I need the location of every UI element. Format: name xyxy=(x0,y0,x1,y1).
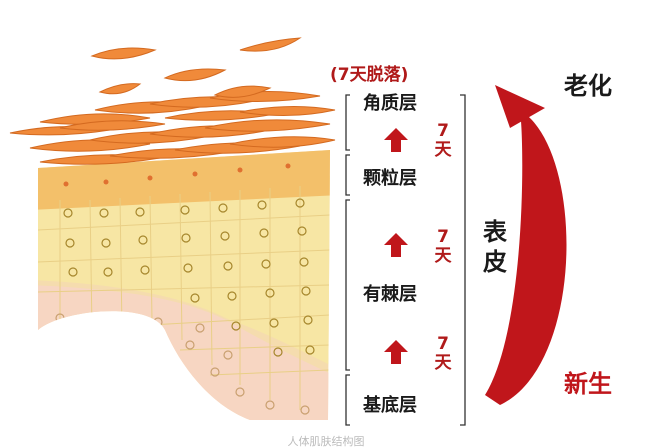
days-label-3: 7 天 xyxy=(433,335,453,372)
layer-label-corneum: 角质层 xyxy=(363,93,417,114)
days-unit: 天 xyxy=(434,139,452,160)
days-unit: 天 xyxy=(434,352,452,373)
days-number: 7 xyxy=(437,227,449,247)
days-unit: 天 xyxy=(434,245,452,266)
up-arrows xyxy=(384,128,408,364)
epidermis-label-line1: 表 xyxy=(483,218,507,246)
epidermis-label-line2: 皮 xyxy=(483,248,507,276)
shed-flakes xyxy=(90,37,302,98)
corneum-flakes xyxy=(9,90,336,165)
up-arrow-2 xyxy=(384,233,408,257)
cell-nuclei xyxy=(63,198,315,357)
days-number: 7 xyxy=(437,334,449,354)
spinous-layer-region xyxy=(38,175,330,370)
layer-label-basal: 基底层 xyxy=(363,395,417,416)
granule-dots xyxy=(63,163,291,187)
days-label-2: 7 天 xyxy=(433,228,453,265)
days-label-1: 7 天 xyxy=(433,122,453,159)
newborn-label: 新生 xyxy=(564,370,612,398)
caption: 人体肌肤结构图 xyxy=(287,435,365,448)
renewal-cycle-arrow xyxy=(485,85,567,405)
days-number: 7 xyxy=(437,121,449,141)
layer-brackets xyxy=(345,94,466,426)
layer-label-granular: 颗粒层 xyxy=(363,168,417,189)
aging-label: 老化 xyxy=(564,72,612,100)
up-arrow-3 xyxy=(384,340,408,364)
cell-grid xyxy=(38,186,330,410)
layer-label-spinous: 有棘层 xyxy=(363,284,417,305)
up-arrow-1 xyxy=(384,128,408,152)
shedding-title: (7天脱落) xyxy=(330,65,409,85)
